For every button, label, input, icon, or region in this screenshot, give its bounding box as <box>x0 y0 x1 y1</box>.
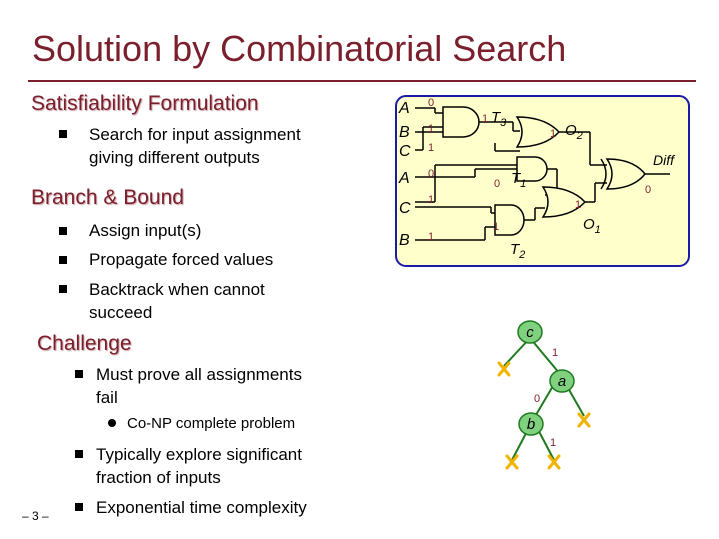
fail-x-icon <box>497 361 511 377</box>
input-value-c2: 1 <box>428 194 434 206</box>
slide-number: – 3 – <box>22 509 49 523</box>
square-bullet-icon <box>59 256 67 264</box>
challenge-bullet-3: Exponential time complexity <box>96 498 307 517</box>
slide-title: Solution by Combinatorial Search <box>32 28 567 69</box>
square-bullet-icon <box>75 450 83 458</box>
and-gate-t3 <box>442 106 480 138</box>
tree-node-b-label: b <box>527 416 535 433</box>
and-gate-t1 <box>516 156 548 182</box>
sat-heading: Satisfiability Formulation <box>31 92 259 115</box>
tree-node-a-label: a <box>558 373 566 390</box>
tree-node-c <box>517 320 543 344</box>
input-value-a: 0 <box>428 97 434 109</box>
input-label-a2: A <box>398 170 410 187</box>
and-gate-t2 <box>494 204 525 236</box>
or-gate-o1 <box>541 186 587 218</box>
fail-x-icon <box>505 454 519 470</box>
diff-label: Diff <box>653 152 676 168</box>
title-underline <box>28 80 696 82</box>
o2-label: O2 <box>565 122 583 142</box>
diff-value: 0 <box>645 184 651 196</box>
fail-x-icon <box>547 454 561 470</box>
logic-circuit-diagram: A B C A C B 0 1 1 0 1 1 1 1 0 1 1 0 T3 O… <box>395 95 690 267</box>
t2-label: T2 <box>510 241 525 261</box>
square-bullet-icon <box>75 503 83 511</box>
square-bullet-icon <box>59 285 67 293</box>
square-bullet-icon <box>75 370 83 378</box>
challenge-bullet-2-line-2: fraction of inputs <box>96 468 221 487</box>
challenge-bullet-1-line-2: fail <box>96 388 118 407</box>
bb-heading: Branch & Bound <box>31 186 184 209</box>
challenge-bullet-1-line-1: Must prove all assignments <box>96 365 302 384</box>
t1-value: 0 <box>494 178 500 190</box>
t1-label: T1 <box>511 170 526 190</box>
fail-x-icon <box>577 412 591 428</box>
bb-bullet-3-line-1: Backtrack when cannot <box>89 280 265 299</box>
input-label-b: B <box>399 124 410 141</box>
challenge-heading: Challenge <box>37 332 132 355</box>
bb-bullet-3-line-2: succeed <box>89 303 153 322</box>
sat-bullet-line-2: giving different outputs <box>89 148 260 167</box>
round-bullet-icon <box>108 419 116 427</box>
sat-bullet-line-1: Search for input assignment <box>89 125 301 144</box>
bb-bullet-2: Propagate forced values <box>89 250 274 269</box>
t2-value: 1 <box>493 221 499 233</box>
square-bullet-icon <box>59 130 67 138</box>
tree-edge-label-b-right: 1 <box>550 437 556 449</box>
tree-node-c-label: c <box>526 324 534 341</box>
t3-label: T3 <box>491 109 507 129</box>
xor-gate-diff <box>605 158 646 190</box>
t3-value: 1 <box>482 113 488 125</box>
o1-label: O1 <box>583 216 601 236</box>
input-value-a2: 0 <box>428 168 434 180</box>
tree-node-a <box>549 369 575 393</box>
input-label-c: C <box>399 143 411 160</box>
input-value-b: 1 <box>428 123 434 135</box>
input-label-c2: C <box>399 200 411 217</box>
circuit-panel <box>395 95 690 267</box>
input-value-c: 1 <box>428 142 434 154</box>
input-label-b2: B <box>399 232 410 249</box>
or-gate-o2 <box>515 116 561 148</box>
challenge-sub-bullet: Co-NP complete problem <box>127 415 296 432</box>
tree-edge-label-a-b: 0 <box>534 393 540 405</box>
input-value-b2: 1 <box>428 231 434 243</box>
input-label-a: A <box>398 100 410 117</box>
square-bullet-icon <box>59 227 67 235</box>
tree-edge-label-c-a: 1 <box>552 347 558 359</box>
search-tree-diagram: c a b 1 0 1 <box>497 320 591 470</box>
tree-node-b <box>518 412 544 436</box>
o2-value: 1 <box>550 128 556 140</box>
bb-bullet-1: Assign input(s) <box>89 221 202 240</box>
tree-edge-c-a <box>529 337 561 375</box>
o1-value: 1 <box>575 199 581 211</box>
challenge-bullet-2-line-1: Typically explore significant <box>96 445 302 464</box>
